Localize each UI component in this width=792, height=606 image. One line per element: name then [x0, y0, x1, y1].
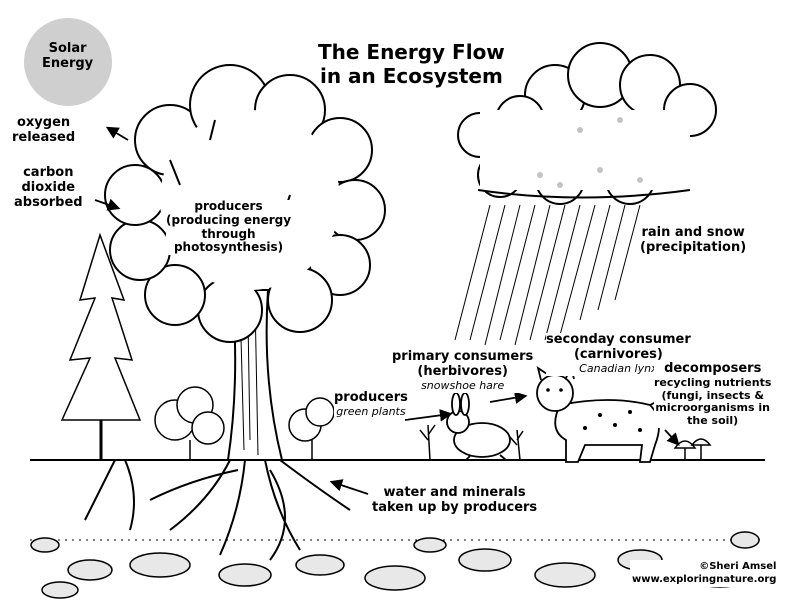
- tree-producers-label: producers (producing energy through phot…: [166, 199, 292, 256]
- arrow-icon: [94, 126, 680, 495]
- hare-icon: [446, 392, 511, 461]
- shrub-icon: [154, 386, 335, 460]
- credit: ©Sheri Amsel www.exploringnature.org: [630, 560, 779, 587]
- decomposers-label: decomposers recycling nutrients (fungi, …: [654, 361, 772, 428]
- page-title: The Energy Flow in an Ecosystem: [318, 40, 505, 88]
- secondary-consumer-label: seconday consumer (carnivores) Canadian …: [546, 332, 691, 376]
- solar-energy-label: Solar Energy: [42, 41, 94, 71]
- plant-producers-label: producers green plants: [334, 390, 408, 419]
- mushroom-icon: [673, 438, 712, 460]
- precipitation-label: rain and snow (precipitation): [640, 225, 747, 255]
- tree-icon: [104, 64, 386, 461]
- website-link[interactable]: www.exploringnature.org: [632, 573, 777, 585]
- lynx-icon: [536, 364, 671, 463]
- green-plants-icon: [419, 424, 524, 461]
- oxygen-label: oxygen released: [12, 115, 76, 145]
- water-minerals-label: water and minerals taken up by producers: [372, 485, 538, 516]
- pine-tree-icon: [60, 232, 142, 460]
- rain-icon: [454, 204, 641, 346]
- carbon-dioxide-label: carbon dioxide absorbed: [14, 165, 83, 210]
- cloud-icon: [457, 42, 717, 205]
- tree-roots: [84, 459, 351, 561]
- cloud-shading: [537, 117, 643, 188]
- primary-consumers-label: primary consumers (herbivores) snowshoe …: [392, 349, 534, 393]
- sun-icon: [24, 18, 112, 106]
- title-line-1: The Energy Flow: [318, 40, 505, 64]
- author-credit: ©Sheri Amsel: [699, 561, 777, 572]
- title-line-2: in an Ecosystem: [319, 64, 503, 88]
